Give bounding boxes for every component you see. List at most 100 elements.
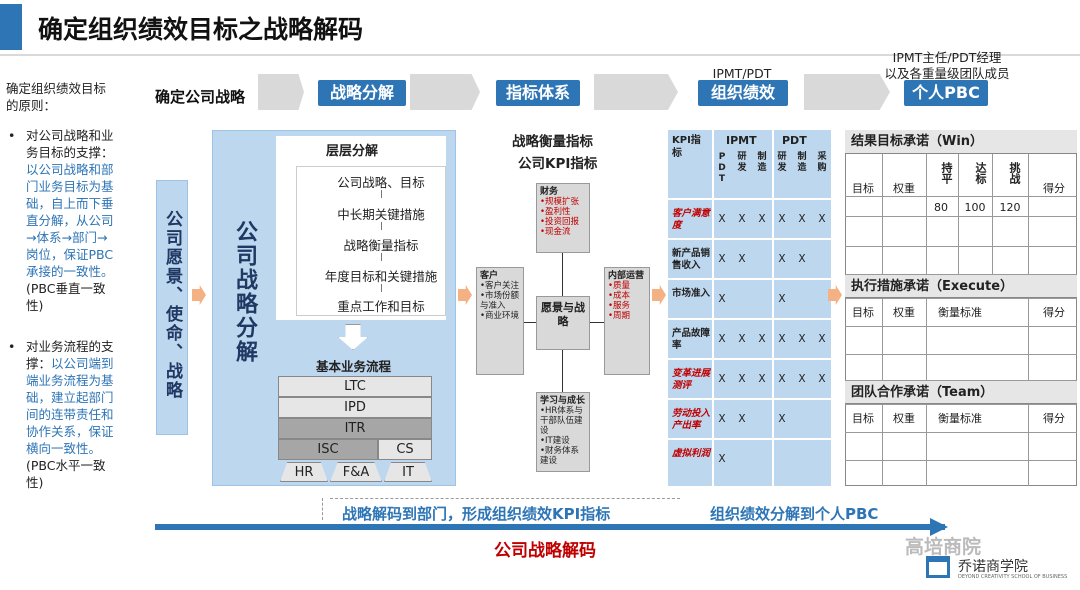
- bullet2-prefix: 对业务流程的支撑：: [26, 339, 114, 371]
- bottom-arrow-bar: [155, 524, 945, 530]
- pbc-col-line: [926, 404, 927, 486]
- layer-item: 中长期关键措施: [337, 207, 425, 222]
- pbc-col-line: [1028, 298, 1029, 380]
- kpi-subheader: 制造: [797, 152, 807, 173]
- pbc-row-line: [845, 298, 1077, 299]
- step-strategy-decomp: 战略分解: [318, 80, 406, 106]
- arrow-strategy: [458, 285, 472, 305]
- kpi-row-divider: [668, 198, 831, 200]
- pbc-row-line: [845, 380, 1077, 381]
- sidebar-bullet-1: 对公司战略和业务目标的支撑：以公司战略和部门业务目标为基础，自上而下垂直分解，从…: [26, 127, 118, 314]
- bottom-arrow-tip: [930, 518, 948, 536]
- pbc-row-line: [845, 404, 1077, 405]
- kpi-mark: X: [758, 373, 766, 385]
- bottom-main-caption: 公司战略解码: [494, 541, 596, 561]
- kpi-pdt-header: PDT: [782, 134, 807, 147]
- kpi-mark: X: [778, 333, 786, 345]
- pbc-row-line: [845, 196, 1077, 197]
- center-text: 愿景与战略: [541, 301, 585, 328]
- pbc-row-line: [845, 216, 1077, 217]
- kpi-row-divider: [668, 238, 831, 240]
- bullet1-blue: 以公司战略和部门业务目标为基础，自上而下垂直分解，从公司→体系→部门→岗位，保证…: [26, 162, 114, 279]
- pbc-row-line: [845, 432, 1077, 433]
- kpi-row-name: 虚拟利润: [672, 448, 711, 459]
- pbc-col-line: [1028, 154, 1029, 274]
- kpi-mark: X: [718, 253, 726, 265]
- support-it: IT: [384, 462, 432, 482]
- process-isc: ISC: [278, 439, 378, 460]
- kpi-row-name: 劳动投入产出率: [672, 408, 711, 431]
- metric-learning: 学习与成长•HR体系与干部队伍建设 •IT建设 •财务体系建设: [536, 392, 590, 472]
- support-hr: HR: [280, 462, 328, 482]
- pbc-team-header: 团队合作承诺（Team）: [845, 380, 1077, 404]
- kpi-mark: X: [778, 413, 786, 425]
- team-col-score: 得分: [1043, 412, 1065, 425]
- bullet-dot-2: •: [8, 339, 16, 354]
- learning-title: 学习与成长: [540, 396, 586, 406]
- pbc-row-line: [845, 246, 1077, 247]
- bottom-right-caption: 组织绩效分解到个人PBC: [710, 505, 879, 523]
- step-personal-pbc: 个人PBC: [904, 80, 988, 106]
- kpi-subheader: 制造: [757, 152, 767, 173]
- kpi-mark: X: [718, 453, 726, 465]
- vision-box: [156, 180, 188, 435]
- kpi-mark: X: [738, 213, 746, 225]
- kpi-mark: X: [718, 293, 726, 305]
- pbc-col-line: [992, 154, 993, 274]
- note-ipmt-pdt: IPMT/PDT: [712, 66, 772, 81]
- win-value-3: 120: [999, 201, 1021, 214]
- bottom-left-caption: 战略解码到部门，形成组织绩效KPI指标: [342, 505, 611, 523]
- layer-arrow: [381, 253, 382, 261]
- exec-col-weight: 权重: [893, 306, 915, 319]
- title-bar: [0, 0, 1080, 62]
- bullet1-prefix: 对公司战略和业务目标的支撑：: [26, 128, 114, 160]
- kpi-row-divider: [668, 358, 831, 360]
- kpi-row-name: 产品故障率: [672, 328, 711, 351]
- kpi-table: [668, 130, 831, 486]
- metric-customer: 客户•客户关注 •市场份额与准入 •商业环境: [476, 267, 524, 375]
- pbc-col-line: [882, 298, 883, 380]
- win-level-3: 挑战: [1008, 162, 1021, 184]
- kpi-row-divider: [668, 318, 831, 320]
- pbc-col-line: [958, 154, 959, 274]
- learning-items: •HR体系与干部队伍建设 •IT建设 •财务体系建设: [540, 406, 583, 466]
- layers-title: 层层分解: [326, 144, 379, 159]
- pbc-col-line: [926, 298, 927, 380]
- exec-col-target: 目标: [852, 306, 874, 319]
- title-divider: [0, 54, 1080, 56]
- metric-finance: 财务•规模扩张 •盈利性 •投资回报 •现金流: [536, 183, 590, 253]
- kpi-mark: X: [758, 333, 766, 345]
- pbc-row-line: [845, 460, 1077, 461]
- watermark-1: 高培商院: [905, 536, 982, 558]
- step-indicator-system: 指标体系: [496, 80, 580, 106]
- kpi-col-header: KPI指标: [672, 135, 701, 159]
- layer-arrow: [381, 222, 382, 230]
- kpi-row-name: 新产品销售收入: [672, 248, 711, 271]
- arrow-kpi: [828, 285, 842, 305]
- win-col-score: 得分: [1043, 182, 1065, 195]
- process-title: 基本业务流程: [316, 359, 392, 374]
- kpi-mark: X: [778, 293, 786, 305]
- bullet1-suffix: (PBC垂直一致性): [26, 281, 106, 313]
- internal-items: •质量 •成本 •服务 •周期: [608, 281, 631, 321]
- vision-text: 公司愿景、使命、战略: [162, 210, 182, 400]
- win-value-2: 100: [964, 201, 986, 214]
- strategy-decomp-text: 公司战略分解: [232, 220, 257, 364]
- kpi-mark: X: [718, 213, 726, 225]
- metric-internal: 内部运营•质量 •成本 •服务 •周期: [604, 267, 650, 375]
- divider: [322, 498, 323, 520]
- arrow-vision: [192, 285, 206, 305]
- process-itr: ITR: [278, 418, 432, 439]
- finance-items: •规模扩张 •盈利性 •投资回报 •现金流: [540, 197, 580, 237]
- layer-item: 重点工作和目标: [337, 299, 425, 314]
- connector: [590, 322, 604, 323]
- kpi-row-name: 变革进展测评: [672, 368, 711, 391]
- title-accent: [0, 4, 22, 50]
- kpi-mark: X: [798, 253, 806, 265]
- win-col-target: 目标: [852, 182, 874, 195]
- kpi-mark: X: [798, 213, 806, 225]
- kpi-subheader: 研发: [777, 152, 787, 173]
- connector: [562, 253, 563, 296]
- metrics-title-2: 公司KPI指标: [518, 156, 598, 172]
- metrics-title-1: 战略衡量指标: [512, 134, 593, 150]
